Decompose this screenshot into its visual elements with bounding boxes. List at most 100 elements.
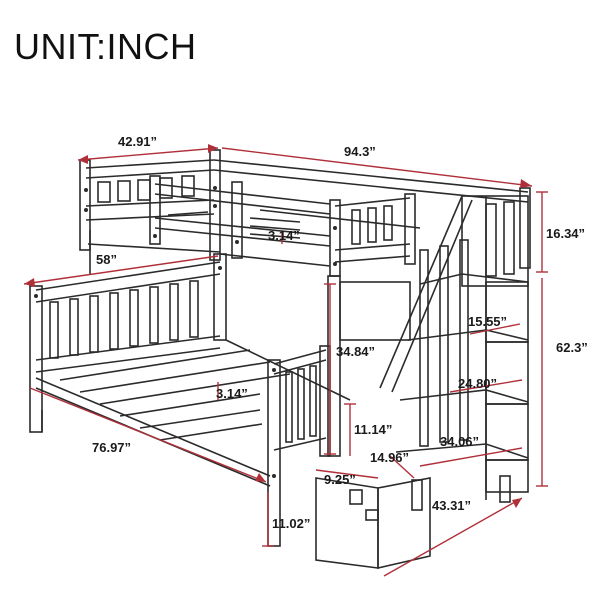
top-end-slat: [97, 181, 111, 203]
dimension-labels: 42.91” 94.3” 16.34” 62.3” 58” 76.97” 3.1…: [92, 134, 588, 531]
top-base-rail-2: [219, 253, 331, 267]
label-overall-length: 94.3”: [344, 144, 376, 159]
top-back-rail-2: [213, 169, 529, 203]
label-stair-width: 14.96”: [370, 450, 409, 465]
bottom-headboard-slat: [129, 289, 139, 347]
top-guard-rail-upper: [154, 183, 331, 205]
bottom-footboard-rail-2: [273, 359, 327, 375]
stair-top-slot: [485, 203, 497, 277]
label-floor-clearance: 11.02”: [272, 516, 310, 531]
top-slat: [249, 225, 301, 231]
dimline-bottom-length: [29, 387, 267, 483]
top-left-post: [79, 159, 91, 251]
bottom-headboard-bottom-rail-2: [35, 347, 221, 373]
dimline-stair-step-3: [419, 447, 523, 467]
top-front-panel-rail-2: [334, 243, 411, 251]
dimline-stair-length: [383, 497, 523, 577]
top-front-corner-post: [404, 193, 416, 265]
dimension-lines: [23, 144, 548, 577]
top-end-slat: [181, 175, 195, 197]
top-front-left-post: [209, 149, 221, 261]
bottom-headboard-bottom-rail: [35, 335, 221, 361]
arrowhead: [255, 473, 266, 482]
bottom-slat: [99, 373, 291, 405]
label-stair-length: 43.31”: [432, 498, 471, 513]
bottom-footboard-slat: [297, 368, 305, 440]
bottom-slat: [79, 361, 271, 393]
bottom-slat: [59, 349, 251, 381]
top-guard-rail-base: [154, 217, 331, 237]
bottom-front-side-rail: [35, 377, 271, 477]
stair-foot: [411, 479, 423, 511]
top-front-panel-slat: [383, 205, 393, 241]
label-bottom-width: 58”: [96, 252, 117, 267]
joint-dots: [34, 186, 337, 478]
center-support-panel: [339, 281, 411, 341]
stair-step-block-2: [485, 341, 529, 405]
bottom-headboard-slat: [49, 301, 59, 359]
top-end-rail-upper: [85, 159, 215, 169]
top-front-panel-slat: [351, 209, 361, 245]
label-drawer-depth: 9.25”: [324, 472, 356, 487]
top-guard-post-mid: [231, 181, 243, 259]
bottom-headboard-slat: [149, 286, 159, 344]
bottom-slat: [139, 409, 261, 429]
bottom-headboard-slat: [69, 298, 79, 356]
label-stair-bottom-step: 11.14”: [354, 422, 392, 437]
unit-label: UNIT:INCH: [14, 26, 197, 67]
bottom-footboard-rail-3: [273, 437, 327, 451]
top-end-slat: [117, 180, 131, 202]
top-guard-rail-base-2: [154, 227, 331, 247]
bottom-footboard-slat: [285, 371, 293, 443]
stair-handrail-2: [391, 199, 473, 393]
dimline-overall-length: [221, 147, 533, 187]
stair-step-block-1: [485, 281, 529, 343]
dimline-stair-width: [389, 455, 415, 479]
label-overall-height: 62.3”: [556, 340, 588, 355]
dimline-top-width: [77, 147, 219, 161]
dimline-stair-step-2: [449, 379, 523, 393]
top-slat: [249, 233, 301, 239]
stair-top-slot: [503, 201, 515, 275]
stair-foot: [499, 475, 511, 503]
drawer-knob: [365, 509, 379, 521]
top-base-rail: [87, 243, 221, 253]
bottom-headboard-top-rail: [35, 261, 221, 291]
bottom-headboard-slat: [89, 295, 99, 353]
arrowhead: [78, 155, 88, 164]
bottom-footboard-rail: [273, 349, 327, 365]
arrowhead: [512, 498, 522, 508]
top-slat: [167, 211, 209, 216]
stair-drawer-front: [315, 477, 379, 569]
top-back-right-post: [519, 187, 531, 269]
bottom-slat: [159, 423, 263, 441]
bottom-headboard-slat: [109, 292, 119, 350]
dimline-bottom-width: [23, 255, 219, 285]
label-guardrail-height: 16.34”: [546, 226, 585, 241]
label-stair-step-2: 24.80”: [458, 376, 497, 391]
arrowhead: [208, 144, 218, 153]
stair-step-block-4: [485, 459, 529, 493]
bottom-headboard-slat: [169, 283, 179, 341]
center-support-post: [327, 275, 341, 457]
arrowhead: [520, 179, 532, 188]
top-front-panel-rail-3: [334, 255, 411, 263]
stair-inner-post: [419, 249, 429, 447]
top-front-panel-slat: [367, 207, 377, 243]
label-bottom-length: 76.97”: [92, 440, 131, 455]
top-guard-post-left: [149, 175, 161, 245]
bottom-headboard-right-post: [213, 253, 227, 341]
dimline-drawer-depth: [315, 469, 379, 479]
arrowhead: [24, 278, 35, 287]
label-stair-step-3: 34.06”: [440, 434, 479, 449]
stair-top-block: [461, 195, 529, 287]
label-stair-top: 15.55”: [468, 314, 507, 329]
label-bottom-slat-gap: 3.14”: [216, 386, 248, 401]
stair-tread: [395, 443, 529, 459]
top-front-panel-rail: [334, 197, 411, 207]
stair-tread: [419, 273, 529, 285]
drawer-handle: [349, 489, 363, 505]
top-end-rail-2: [85, 169, 215, 179]
